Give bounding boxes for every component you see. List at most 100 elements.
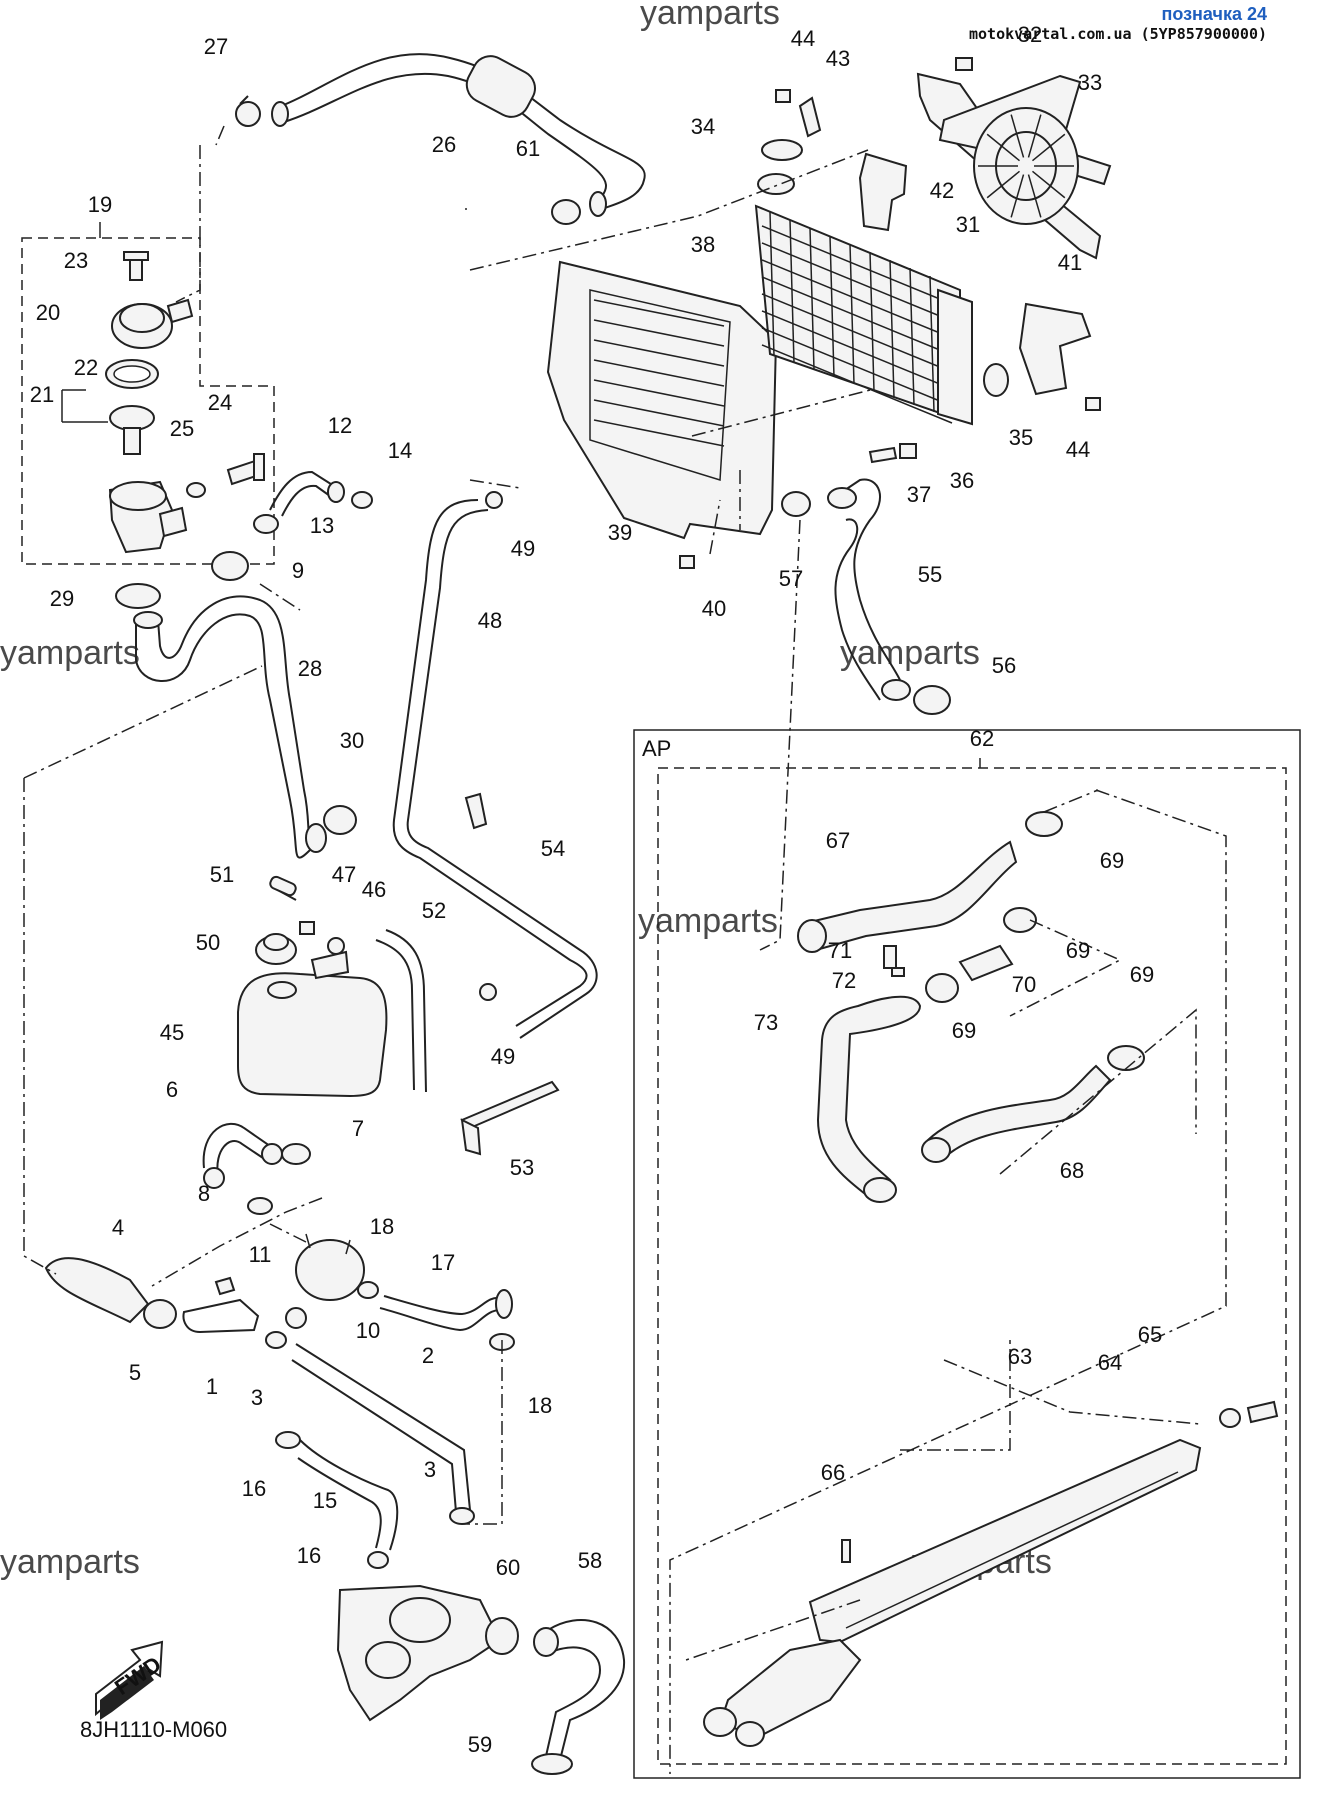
hose-68 <box>926 1064 1112 1160</box>
callout-59: 59 <box>468 1732 492 1757</box>
leader-lines <box>23 125 1227 1774</box>
callout-33: 33 <box>1078 70 1102 95</box>
diagram-code: 8JH1110-M060 <box>80 1717 227 1742</box>
hose-6 <box>202 1122 271 1169</box>
callout-64: 64 <box>1098 1350 1122 1375</box>
clamp-18-top <box>357 1281 379 1299</box>
callout-50: 50 <box>196 930 220 955</box>
clamp-3-right <box>449 1507 475 1525</box>
callout-53: 53 <box>510 1155 534 1180</box>
callout-22: 22 <box>74 355 98 380</box>
callout-39: 39 <box>608 520 632 545</box>
clip-72 <box>891 967 905 977</box>
hose-4 <box>44 1257 150 1324</box>
clip-43 <box>798 96 822 138</box>
callout-73: 73 <box>754 1010 778 1035</box>
joint-70 <box>958 944 1014 982</box>
bolt-23 <box>123 251 149 281</box>
thermostat-21 <box>109 405 155 455</box>
page-tag: позначка 24 <box>1161 4 1267 24</box>
clamp-57 <box>781 491 811 517</box>
thermostat-cover-20 <box>111 298 194 349</box>
fan-33 <box>916 72 1112 260</box>
callout-54: 54 <box>541 836 565 861</box>
callout-16: 16 <box>242 1476 266 1501</box>
clamp-69-d <box>1107 1045 1145 1071</box>
callout-29: 29 <box>50 586 74 611</box>
callout-25: 25 <box>170 416 194 441</box>
clamp-5 <box>143 1299 177 1329</box>
bolt-65 <box>1246 1400 1279 1424</box>
callout-51: 51 <box>210 862 234 887</box>
bolt-44-right <box>1085 397 1101 411</box>
callout-7: 7 <box>352 1116 364 1141</box>
water-pump <box>336 1584 502 1722</box>
callout-47: 47 <box>332 862 356 887</box>
clamp-14 <box>351 491 374 509</box>
clamp-69-c <box>925 973 959 1003</box>
clamp-27 <box>235 95 262 127</box>
callout-70: 70 <box>1012 972 1036 997</box>
callout-17: 17 <box>431 1250 455 1275</box>
callout-68: 68 <box>1060 1158 1084 1183</box>
ap-group-box <box>633 729 1301 1779</box>
callout-numbers: 1233456789101112131415161617181819202122… <box>30 22 1162 1757</box>
watermark: yamparts <box>640 0 780 32</box>
callout-44: 44 <box>791 26 815 51</box>
band-53 <box>460 1080 560 1130</box>
pump-cover <box>295 1233 365 1301</box>
clamp-7 <box>281 1143 311 1165</box>
hose-58 <box>547 1619 626 1761</box>
under-cover-63 <box>703 1438 1202 1747</box>
callout-1: 1 <box>206 1374 218 1399</box>
rivet-66 <box>841 1539 851 1563</box>
clamp-29 <box>115 583 161 609</box>
clamp-49-bottom <box>479 983 498 1001</box>
callout-31: 31 <box>956 212 980 237</box>
callout-69: 69 <box>1066 938 1090 963</box>
clamp-30 <box>323 805 357 835</box>
hose-15 <box>299 1439 399 1551</box>
radiator-cap-34 <box>761 139 803 161</box>
clamp-69-a <box>1025 811 1063 837</box>
callout-20: 20 <box>36 300 60 325</box>
callout-69: 69 <box>1100 848 1124 873</box>
callout-16: 16 <box>297 1543 321 1568</box>
damper-35 <box>983 363 1009 397</box>
watermark: yamparts <box>840 634 980 672</box>
watermark: yamparts <box>0 1543 140 1581</box>
source-label: motokvartal.com.ua (5YP857900000) <box>968 25 1267 43</box>
clamp-49-top <box>485 491 504 509</box>
callout-18: 18 <box>528 1393 552 1418</box>
callout-52: 52 <box>422 898 446 923</box>
callout-41: 41 <box>1058 250 1082 275</box>
ap-subgroup-62 <box>657 767 1287 1765</box>
callout-15: 15 <box>313 1488 337 1513</box>
holder-54 <box>464 792 488 830</box>
bolt-37 <box>868 446 898 464</box>
reservoir-tank-45 <box>237 950 388 1098</box>
clamp-3-left <box>265 1331 287 1349</box>
callout-69: 69 <box>1130 962 1154 987</box>
clamp-8 <box>247 1197 273 1215</box>
callout-44: 44 <box>1066 437 1090 462</box>
clamp-16-bottom <box>367 1551 389 1569</box>
callout-24: 24 <box>208 390 232 415</box>
callout-67: 67 <box>826 828 850 853</box>
watermark: yamparts <box>638 902 778 940</box>
callout-27: 27 <box>204 34 228 59</box>
hose-26 <box>275 53 646 211</box>
callout-43: 43 <box>826 46 850 71</box>
clamp-56 <box>913 685 951 715</box>
callout-4: 4 <box>112 1215 124 1240</box>
clamp-61 <box>551 199 581 225</box>
header: позначка 24 motokvartal.com.ua (5YP85790… <box>969 4 1267 43</box>
callout-36: 36 <box>950 468 974 493</box>
group-ap-label: AP <box>642 736 671 761</box>
callout-35: 35 <box>1009 425 1033 450</box>
callout-49: 49 <box>491 1044 515 1069</box>
plug-71 <box>883 945 897 969</box>
callout-57: 57 <box>779 566 803 591</box>
bolt-32 <box>955 57 973 71</box>
callout-3: 3 <box>424 1457 436 1482</box>
